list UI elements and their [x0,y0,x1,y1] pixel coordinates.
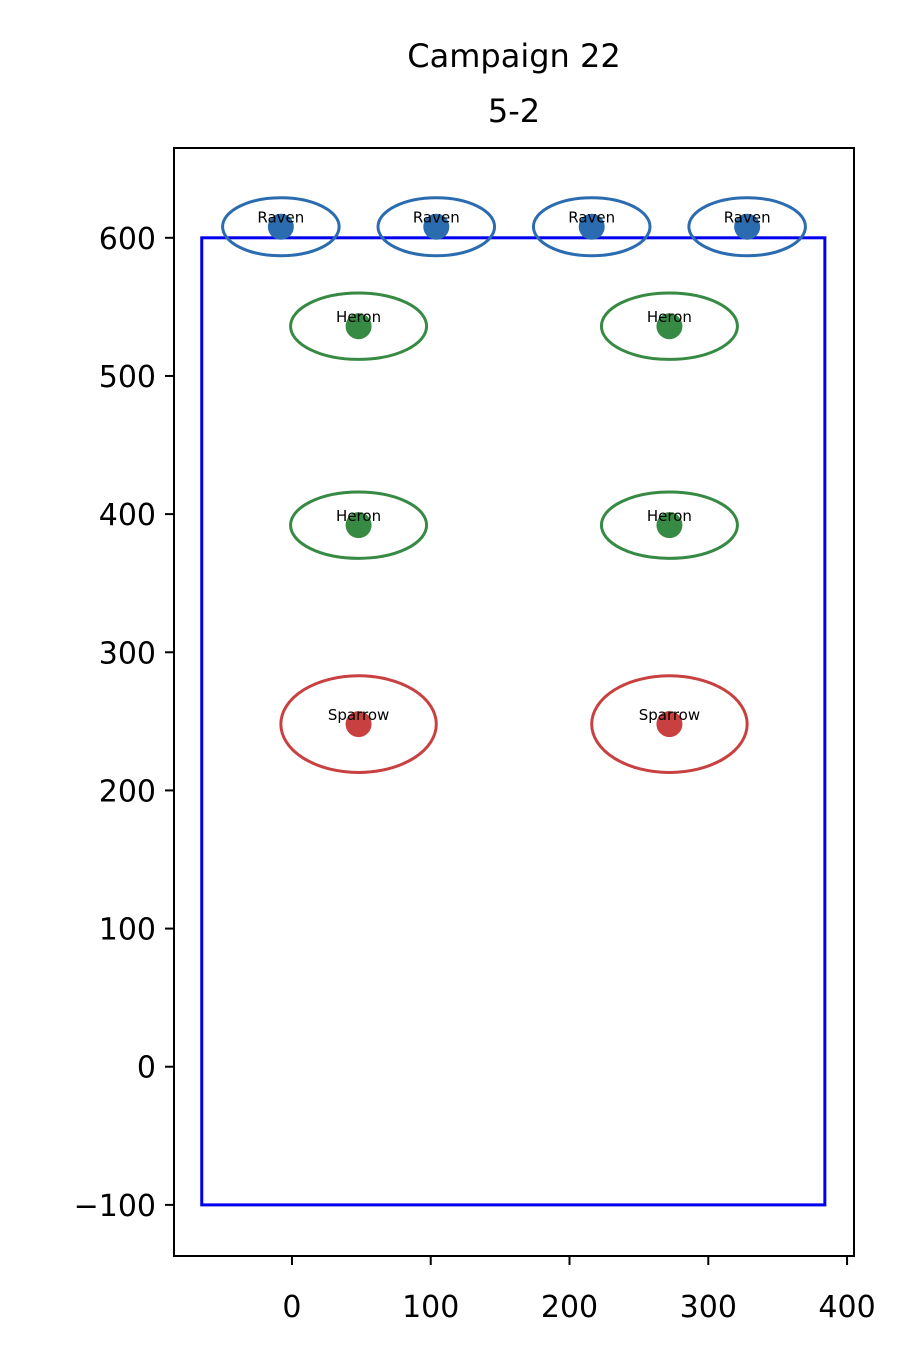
unit-sparrow: Sparrow [279,674,438,774]
y-tick-label: 300 [99,636,156,671]
unit-ellipse [599,490,739,560]
unit-raven: Raven [531,196,652,258]
unit-label: Raven [724,209,771,227]
x-tick-label: 300 [680,1290,737,1325]
y-tick-label: 200 [99,774,156,809]
unit-point [734,213,761,240]
chart-title: Campaign 22 [407,37,620,75]
unit-ellipse [590,674,749,774]
unit-point [345,711,372,738]
unit-heron: Heron [289,490,429,560]
boundary-rect [200,236,827,1207]
unit-raven: Raven [687,196,807,258]
unit-point [267,213,294,240]
unit-sparrow: Sparrow [590,674,749,774]
unit-label: Heron [336,507,381,525]
unit-raven: Raven [221,196,341,258]
unit-raven: Raven [376,196,497,258]
chart-subtitle: 5-2 [488,92,540,130]
unit-ellipse [279,674,438,774]
unit-label: Raven [413,209,460,227]
unit-point [423,213,450,240]
y-tick-label: 0 [137,1051,156,1086]
x-tick-label: 100 [402,1290,459,1325]
y-tick-label: 600 [99,222,156,257]
unit-ellipse [289,291,429,361]
x-tick-label: 0 [282,1290,301,1325]
unit-ellipse [687,196,807,258]
unit-label: Heron [647,308,692,326]
unit-ellipse [531,196,652,258]
unit-ellipse [376,196,497,258]
unit-point [345,313,372,340]
y-tick-label: 400 [99,498,156,533]
unit-point [656,313,683,340]
unit-label: Sparrow [639,706,700,724]
unit-ellipse [599,291,739,361]
unit-label: Raven [568,209,615,227]
unit-heron: Heron [599,490,739,560]
unit-label: Sparrow [328,706,389,724]
unit-ellipse [289,490,429,560]
y-axis: 600 500 400 300 200 100 0 −100 [74,222,174,1224]
unit-point [345,512,372,539]
x-axis: 0 100 200 300 400 [282,1256,876,1325]
unit-point [578,213,605,240]
unit-label: Heron [647,507,692,525]
unit-point [656,512,683,539]
y-tick-label: 500 [99,360,156,395]
unit-label: Heron [336,308,381,326]
y-tick-label: 100 [99,913,156,948]
y-tick-label: −100 [74,1189,156,1224]
unit-heron: Heron [599,291,739,361]
unit-label: Raven [257,209,304,227]
axes-frame [173,147,855,1257]
x-tick-label: 400 [818,1290,875,1325]
unit-point [656,711,683,738]
x-tick-label: 200 [541,1290,598,1325]
unit-ellipse [221,196,341,258]
unit-heron: Heron [289,291,429,361]
